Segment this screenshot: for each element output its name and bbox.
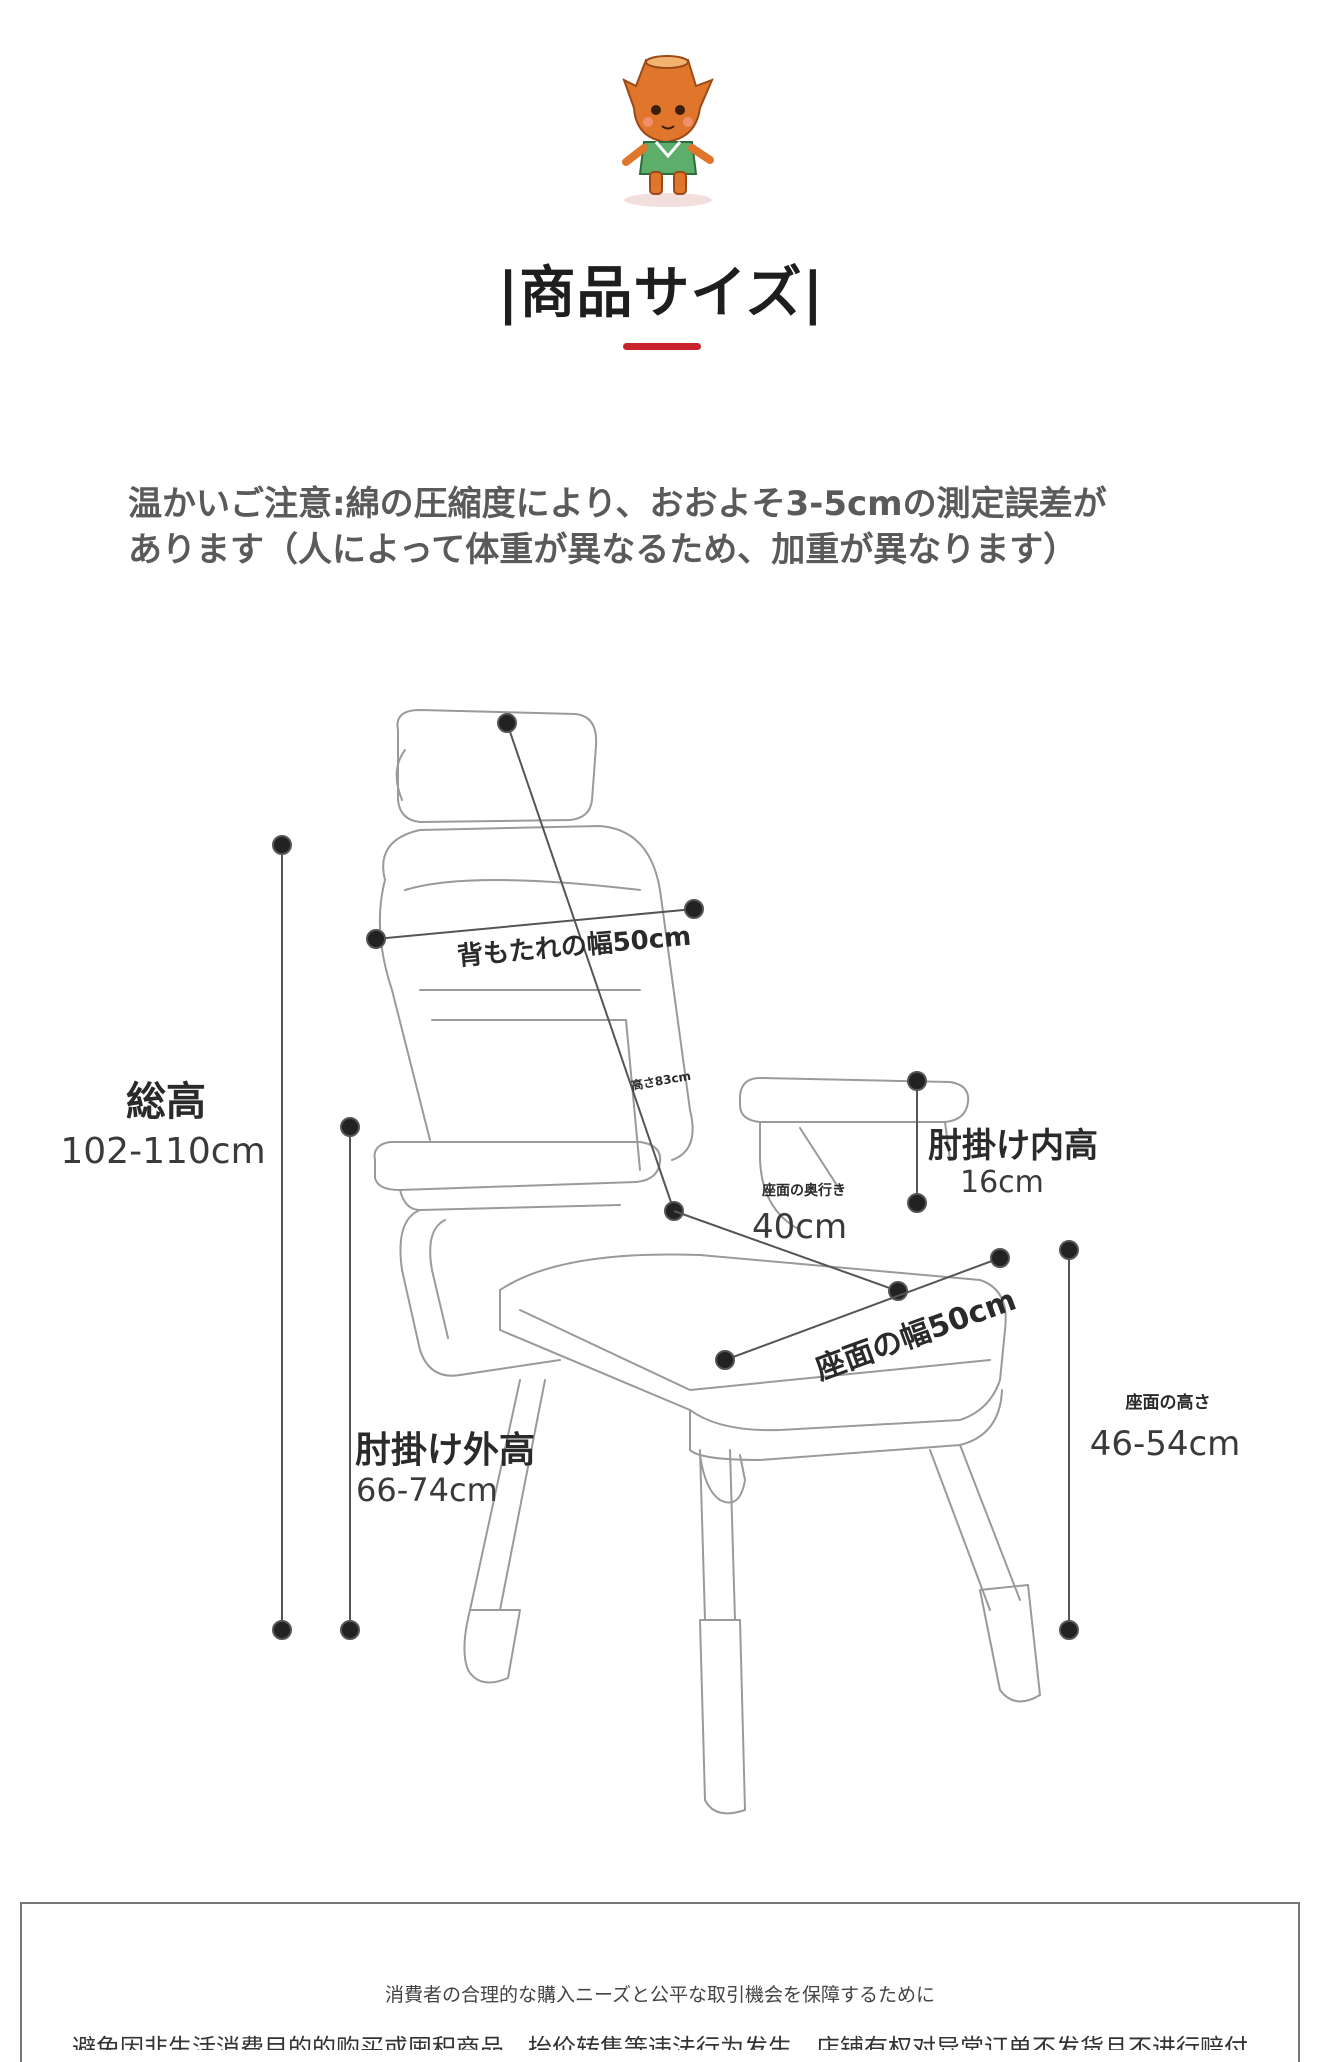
- armrest-inner-value: 16cm: [960, 1165, 1044, 1200]
- armrest-outer-top-marker: [340, 1117, 360, 1137]
- armrest-inner-top-marker: [907, 1071, 927, 1091]
- backrest-width-label: 背もたれの幅50cm: [456, 922, 692, 972]
- page-title: |商品サイズ|: [497, 261, 825, 326]
- seat-depth-end-marker: [888, 1281, 908, 1301]
- seat-height-bottom-marker: [1059, 1620, 1079, 1640]
- seat-height-label: 座面の高さ: [1126, 1392, 1211, 1413]
- notice-line-2: あります（人によって体重が異なるため、加重が異なります）: [128, 530, 1078, 570]
- back-height-top-marker: [497, 713, 517, 733]
- armrest-inner-label: 肘掛け内高: [928, 1126, 1098, 1166]
- backrest-width-line: [375, 908, 695, 940]
- seat-height-top-marker: [1059, 1240, 1079, 1260]
- dimension-labels: 総高 102-110cm 背もたれの幅50cm 高さ83cm 肘掛け内高 16c…: [60, 922, 1240, 1509]
- footer-line-2: 避免因非生活消费目的的购买或囤积商品，抬价转售等违法行为发生，店铺有权对异常订单…: [72, 2034, 1248, 2050]
- footer-box: 消費者の合理的な購入ニーズと公平な取引機会を保障するために 避免因非生活消费目的…: [20, 1902, 1300, 2062]
- seat-depth-line: [673, 1210, 899, 1292]
- armrest-outer-bottom-marker: [340, 1620, 360, 1640]
- seat-width-line: [724, 1257, 1001, 1361]
- backrest-width-left-marker: [366, 929, 386, 949]
- chair-dimension-diagram: 総高 102-110cm 背もたれの幅50cm 高さ83cm 肘掛け内高 16c…: [60, 709, 1240, 1815]
- seat-depth-label: 座面の奥行き: [762, 1182, 846, 1199]
- total-height-value: 102-110cm: [60, 1131, 265, 1172]
- dimension-lines: [272, 713, 1079, 1640]
- chair-outline: [373, 709, 1041, 1815]
- armrest-outer-label: 肘掛け外高: [355, 1430, 535, 1471]
- measurement-notice: 温かいご注意:綿の圧縮度により、おおよそ3-5cmの測定誤差が あります（人によ…: [128, 481, 1228, 573]
- armrest-inner-bottom-marker: [907, 1193, 927, 1213]
- footer-line-1: 消費者の合理的な購入ニーズと公平な取引機会を保障するために: [384, 1984, 936, 2006]
- notice-line-1: 温かいご注意:綿の圧縮度により、おおよそ3-5cmの測定誤差が: [128, 484, 1107, 524]
- seat-depth-value: 40cm: [752, 1207, 847, 1247]
- title-underline: [623, 343, 701, 350]
- seat-width-right-marker: [990, 1248, 1010, 1268]
- total-height-label: 総高: [126, 1079, 206, 1125]
- seat-width-label: 座面の幅50cm: [811, 1283, 1021, 1388]
- back-height-label: 高さ83cm: [630, 1068, 692, 1093]
- back-height-line: [506, 722, 675, 1212]
- mascot-illustration: [622, 55, 714, 207]
- seat-width-left-marker: [715, 1350, 735, 1370]
- total-height-top-marker: [272, 835, 292, 855]
- armrest-outer-value: 66-74cm: [356, 1471, 498, 1509]
- seat-height-value: 46-54cm: [1090, 1424, 1241, 1464]
- backrest-width-right-marker: [684, 899, 704, 919]
- total-height-bottom-marker: [272, 1620, 292, 1640]
